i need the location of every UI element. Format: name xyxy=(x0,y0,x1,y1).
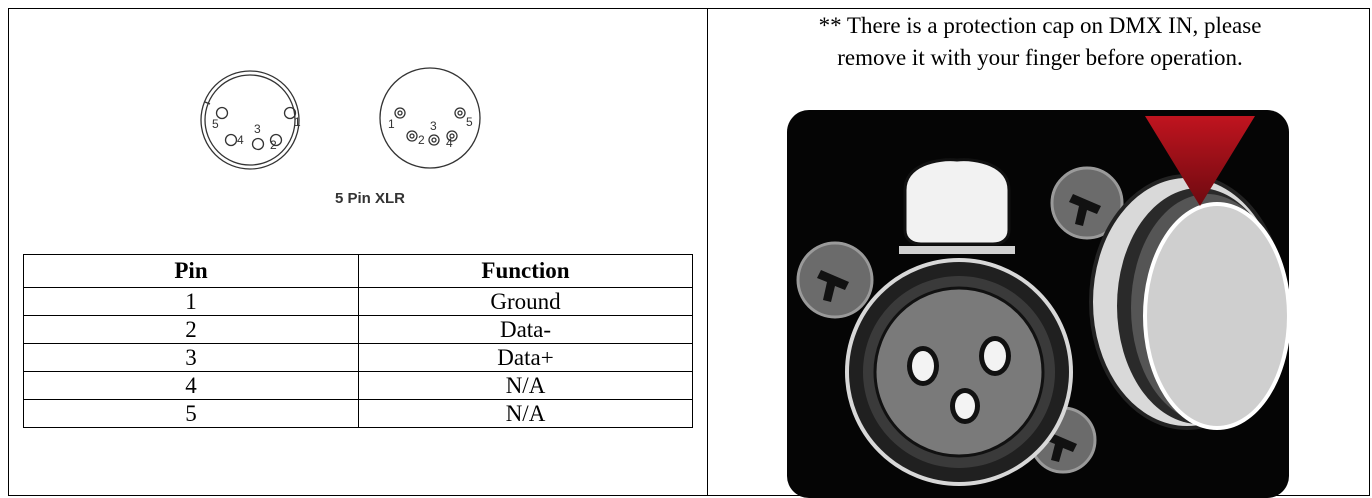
column-header-function: Function xyxy=(358,254,693,288)
male-pin-4-label: 4 xyxy=(446,136,453,150)
pin-cell: 4 xyxy=(23,371,359,400)
female-pin-3-label: 3 xyxy=(254,122,261,136)
pin-cell: 2 xyxy=(23,315,359,344)
pin-cell: 5 xyxy=(23,399,359,428)
table-row: 1 Ground xyxy=(23,287,693,316)
down-arrow-icon xyxy=(1145,116,1255,206)
table-row: 5 N/A xyxy=(23,399,693,428)
function-cell: N/A xyxy=(358,399,693,428)
xlr-male-face-icon xyxy=(379,67,481,169)
note-line-1: ** There is a protection cap on DMX IN, … xyxy=(818,13,1262,38)
xlr-pinout-icons: 5 4 3 2 1 1 2 3 4 5 xyxy=(200,67,481,170)
screw-icon xyxy=(1050,166,1124,240)
male-pin-2-label: 2 xyxy=(418,133,425,147)
note-line-2: remove it with your finger before operat… xyxy=(837,45,1243,70)
female-pin-4-label: 4 xyxy=(237,133,244,147)
protection-cap-icon xyxy=(1089,174,1289,430)
protection-cap-note: ** There is a protection cap on DMX IN, … xyxy=(720,10,1360,74)
xlr-socket-icon xyxy=(845,258,1073,486)
column-divider xyxy=(707,8,708,496)
pin-cell: 3 xyxy=(23,343,359,372)
function-cell: Data+ xyxy=(358,343,693,372)
function-cell: N/A xyxy=(358,371,693,400)
male-pin-5-label: 5 xyxy=(466,115,473,129)
table-row: 2 Data- xyxy=(23,315,693,344)
screw-icon xyxy=(796,241,874,319)
table-row: 3 Data+ xyxy=(23,343,693,372)
pin-cell: 1 xyxy=(23,287,359,316)
document-frame xyxy=(8,8,1370,496)
dmx-panel-illustration xyxy=(796,116,1289,486)
xlr-female-face-icon xyxy=(200,70,300,170)
column-header-pin: Pin xyxy=(23,254,359,288)
female-pin-2-label: 2 xyxy=(270,138,277,152)
dmx-connector-photo xyxy=(787,110,1289,498)
function-cell: Ground xyxy=(358,287,693,316)
function-cell: Data- xyxy=(358,315,693,344)
table-row: 4 N/A xyxy=(23,371,693,400)
latch-icon xyxy=(899,158,1015,254)
male-pin-3-label: 3 xyxy=(430,119,437,133)
male-pin-1-label: 1 xyxy=(388,117,395,131)
pin-function-table: Pin Function 1 Ground 2 Data- 3 Data+ 4 … xyxy=(23,254,693,428)
table-header-row: Pin Function xyxy=(23,254,693,288)
connector-caption: 5 Pin XLR xyxy=(334,190,405,207)
female-pin-5-label: 5 xyxy=(212,117,219,131)
female-pin-1-label: 1 xyxy=(294,115,301,129)
xlr-connector-diagram: 5 4 3 2 1 1 2 3 4 5 5 Pin XLR xyxy=(190,40,550,210)
